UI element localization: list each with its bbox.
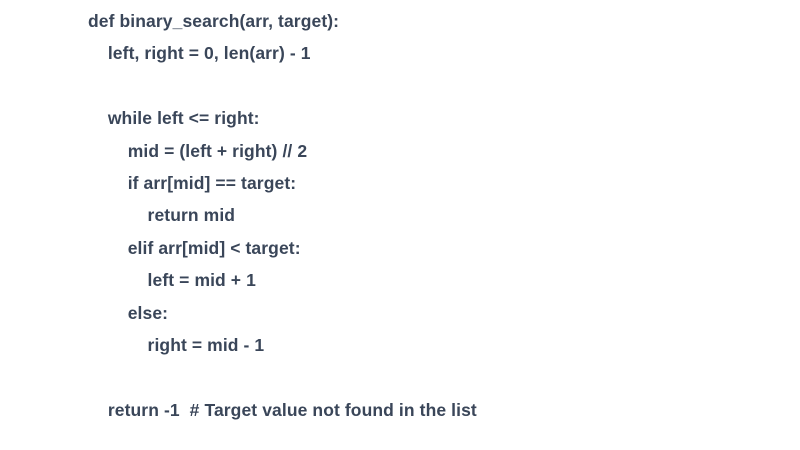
code-line-blank bbox=[88, 70, 800, 102]
code-line: mid = (left + right) // 2 bbox=[88, 140, 308, 161]
code-snippet: def binary_search(arr, target): left, ri… bbox=[88, 11, 800, 420]
code-line: return -1 # Target value not found in th… bbox=[88, 399, 477, 420]
code-line: return mid bbox=[88, 205, 236, 226]
code-line: def binary_search(arr, target): bbox=[88, 11, 340, 31]
code-line: right = mid - 1 bbox=[88, 335, 265, 356]
code-line-blank bbox=[88, 361, 800, 393]
code-line: while left <= right: bbox=[88, 108, 260, 129]
code-line: left, right = 0, len(arr) - 1 bbox=[88, 43, 311, 64]
code-line: else: bbox=[88, 302, 169, 323]
code-line: if arr[mid] == target: bbox=[88, 173, 297, 194]
code-line: elif arr[mid] < target: bbox=[88, 237, 301, 258]
code-line: left = mid + 1 bbox=[88, 270, 256, 291]
